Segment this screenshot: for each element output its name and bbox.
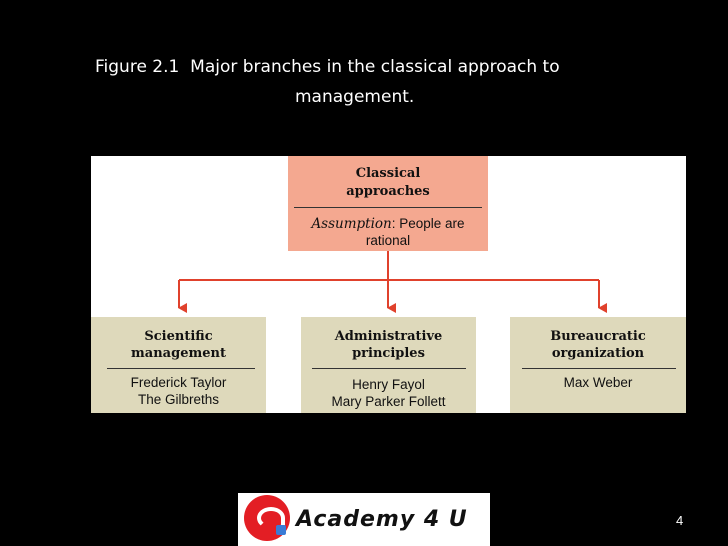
root-divider <box>294 207 482 208</box>
root-assumption: Assumption: People are <box>288 215 488 233</box>
branch-title-2: principles <box>352 346 425 361</box>
figure-caption: Figure 2.1 Major branches in the classic… <box>95 52 655 107</box>
branch-name: Mary Parker Follett <box>331 394 446 409</box>
branch-title-1: Administrative <box>334 329 443 344</box>
assumption-text: : People are <box>391 216 465 231</box>
branch-divider <box>522 368 676 369</box>
page-number: 4 <box>676 513 684 528</box>
root-title-1: Classical <box>355 166 421 181</box>
branch-divider <box>107 368 255 369</box>
logo-dot-icon <box>276 525 286 535</box>
administrative-principles-box: Administrative principles Henry Fayol Ma… <box>301 317 476 413</box>
logo-text: Academy 4 U <box>296 507 468 532</box>
branch-name: Henry Fayol <box>352 377 425 392</box>
bureaucratic-organization-box: Bureaucratic organization Max Weber <box>510 317 686 413</box>
branch-title-2: organization <box>551 346 645 361</box>
branch-divider <box>312 368 466 369</box>
root-title-2: approaches <box>346 184 430 199</box>
branch-title-1: Scientific <box>144 329 213 344</box>
caption-line-2: management. <box>295 87 415 107</box>
branch-title-2: management <box>131 346 226 361</box>
classical-approaches-box: Classical approaches Assumption: People … <box>288 156 488 251</box>
branch-title-1: Bureaucratic <box>550 329 646 344</box>
root-assumption-2: rational <box>365 233 411 248</box>
branch-name: Frederick Taylor <box>130 375 227 390</box>
eacademy-logo: Academy 4 U <box>238 493 490 546</box>
assumption-label: Assumption <box>311 216 392 232</box>
connector-lines <box>178 251 607 313</box>
branch-name: The Gilbreths <box>137 392 220 407</box>
caption-line-1: Figure 2.1 Major branches in the classic… <box>95 57 560 77</box>
branch-name: Max Weber <box>563 375 633 390</box>
diagram-panel: Classical approaches Assumption: People … <box>91 156 686 413</box>
scientific-management-box: Scientific management Frederick Taylor T… <box>91 317 266 413</box>
